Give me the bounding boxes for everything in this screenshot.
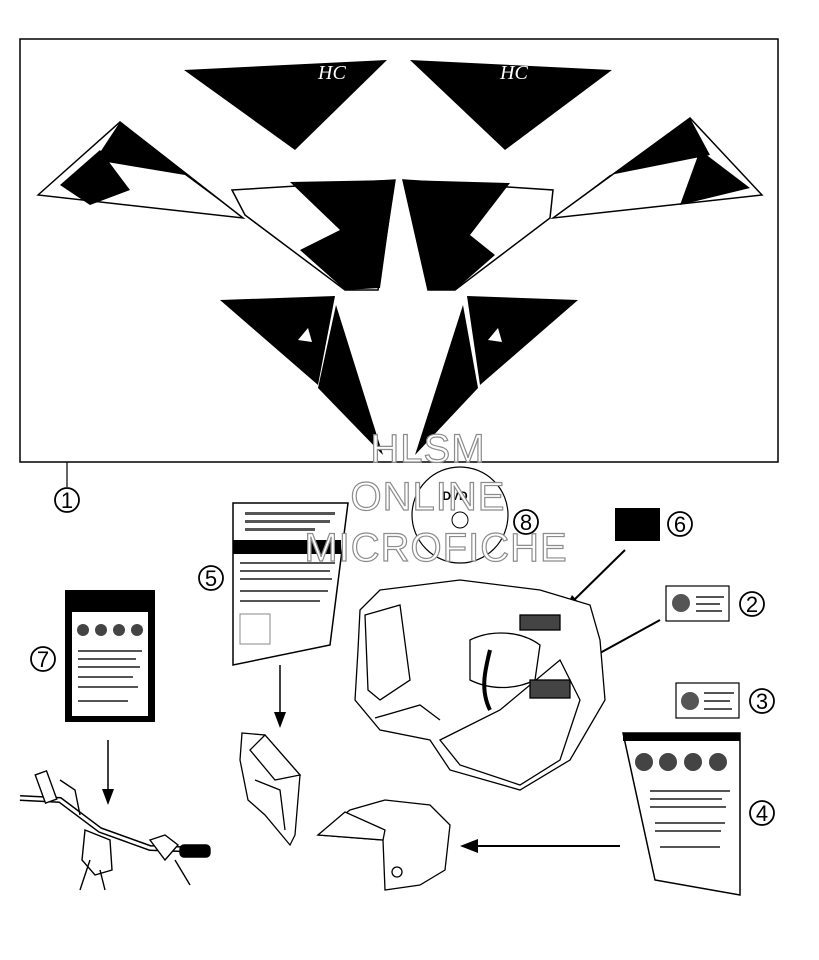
front-fender	[239, 732, 302, 847]
svg-text:3: 3	[756, 689, 768, 714]
decal-front-right: HC	[410, 60, 612, 150]
callout-5: 5	[198, 565, 224, 591]
black-patch-6	[615, 508, 660, 541]
rear-body-fender	[354, 579, 606, 791]
svg-text:8: 8	[520, 510, 532, 535]
svg-text:4: 4	[756, 801, 768, 826]
warning-sticker-3	[675, 682, 740, 719]
warning-sticker-5	[232, 502, 349, 666]
decal-side-left-outer	[36, 121, 246, 220]
svg-text:7: 7	[37, 647, 49, 672]
decal-fender-right	[415, 296, 578, 455]
decal-set-frame	[19, 38, 779, 463]
dvd-disc: DVD	[411, 466, 509, 564]
svg-text:1: 1	[61, 488, 73, 513]
callout-8: 8	[513, 509, 539, 535]
svg-text:6: 6	[674, 512, 686, 537]
handlebar	[19, 769, 211, 891]
callout-2: 2	[739, 591, 765, 617]
decal-front-left: HC	[184, 60, 387, 150]
svg-text:2: 2	[746, 592, 758, 617]
svg-text:ONLINE: ONLINE	[351, 475, 506, 519]
svg-text:HLSM: HLSM	[370, 427, 485, 471]
callout-7: 7	[30, 646, 56, 672]
svg-text:HC: HC	[317, 62, 346, 84]
decal-side-right-outer	[550, 117, 764, 220]
decal-fender-left	[220, 296, 383, 455]
warning-card-7	[65, 590, 155, 722]
callout-3: 3	[749, 688, 775, 714]
warning-sticker-4	[622, 732, 741, 896]
svg-text:5: 5	[205, 566, 217, 591]
decal-side-left-inner	[230, 179, 396, 291]
svg-text:DVD: DVD	[442, 489, 468, 503]
decal-side-right-inner	[402, 179, 554, 291]
callout-4: 4	[749, 800, 775, 826]
callout-1: 1	[54, 487, 80, 513]
svg-text:MICROFICHE: MICROFICHE	[304, 526, 567, 570]
watermark: HLSM ONLINE MICROFICHE	[304, 426, 568, 570]
side-panel	[316, 799, 451, 891]
warning-sticker-2	[665, 585, 730, 622]
svg-text:HC: HC	[499, 62, 528, 84]
callout-6: 6	[667, 511, 693, 537]
